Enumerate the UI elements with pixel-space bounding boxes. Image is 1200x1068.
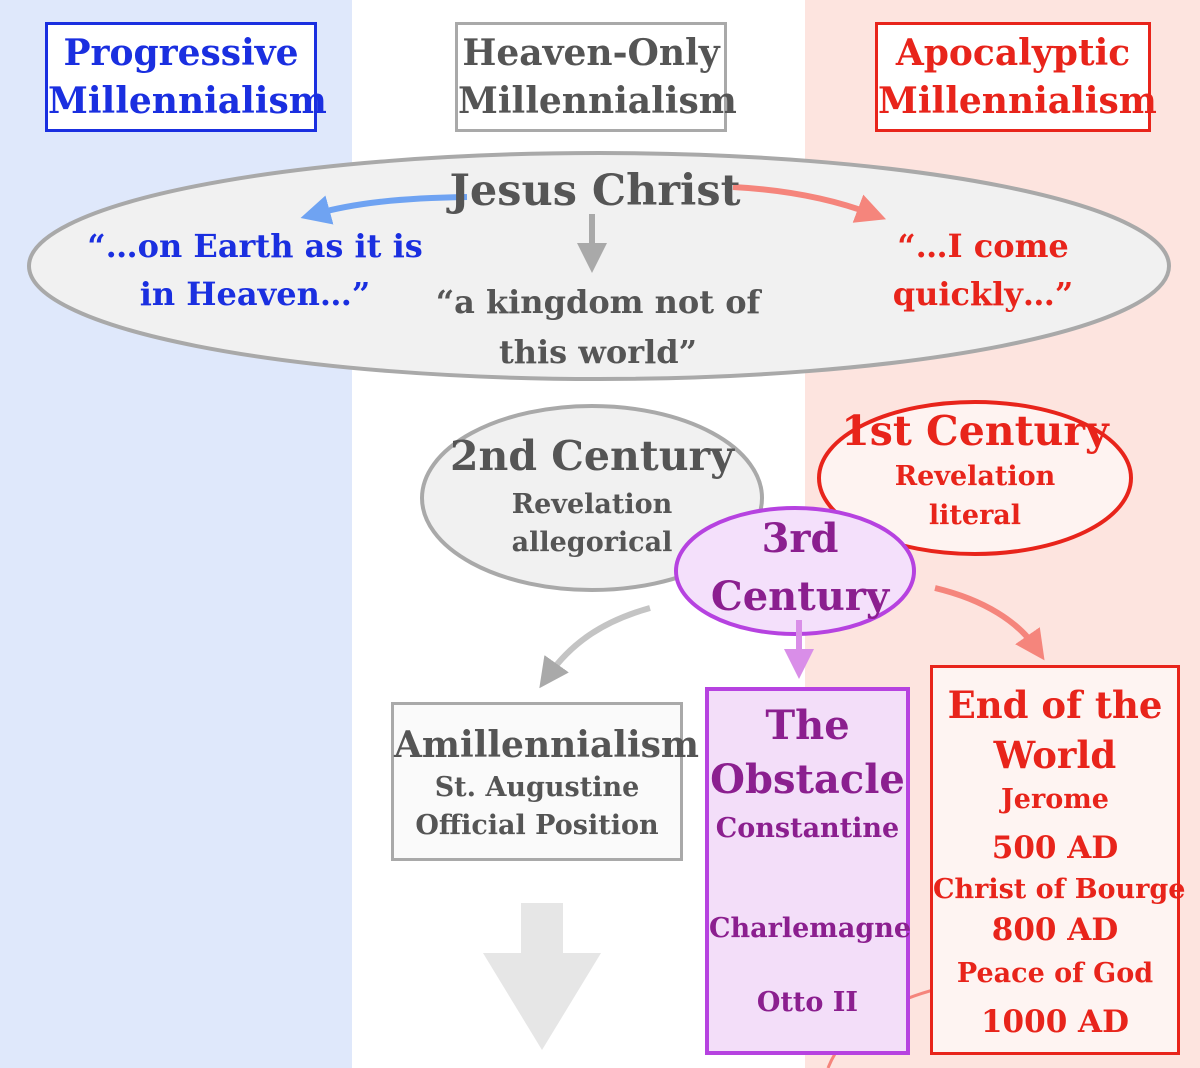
- third-century-ellipse: [674, 506, 916, 636]
- quote-line-1: “…I come: [897, 227, 1069, 265]
- end-title-2: World: [993, 733, 1117, 777]
- arrow-to-end-of-world: [934, 585, 1045, 661]
- quote-line-2: this world”: [498, 333, 698, 371]
- obstacle-box: The Obstacle Constantine Charlemagne Ott…: [705, 687, 912, 1055]
- quote-i-come-quickly: “…I come quickly…”: [870, 222, 1096, 318]
- header-line-1: Progressive: [63, 32, 299, 74]
- obstacle-title-1: The: [765, 702, 850, 749]
- end-entry: Jerome: [1001, 784, 1109, 815]
- third-century-node: 3rd Century: [690, 510, 910, 626]
- amillennialism-line-2: Official Position: [415, 810, 659, 841]
- obstacle-item: Constantine: [715, 813, 900, 844]
- heaven-only-millennialism-header: Heaven-Only Millennialism: [455, 22, 737, 132]
- quote-kingdom-not-of-this-world: “a kingdom not of this world”: [420, 277, 776, 377]
- first-century-line-1: Revelation: [894, 461, 1056, 492]
- amillennialism-line-1: St. Augustine: [434, 772, 640, 803]
- arrow-to-amillennialism: [539, 605, 651, 689]
- quote-line-1: “…on Earth as it is: [87, 227, 423, 265]
- obstacle-item: Otto II: [756, 987, 859, 1018]
- end-entry: 500 AD: [991, 830, 1119, 866]
- obstacle-item: Charlemagne: [709, 913, 912, 944]
- jesus-christ-label: Jesus Christ: [449, 166, 741, 216]
- third-century-line-2: Century: [710, 573, 890, 620]
- header-line-2: Millennialism: [878, 80, 1157, 122]
- header-line-1: Apocalyptic: [895, 32, 1131, 74]
- first-century-ellipse: [817, 400, 1133, 556]
- amillennialism-title: Amillennialism: [394, 724, 700, 766]
- second-century-title: 2nd Century: [450, 432, 734, 480]
- apocalyptic-millennialism-header: Apocalyptic Millennialism: [875, 22, 1157, 132]
- progressive-millennialism-header: Progressive Millennialism: [45, 22, 327, 132]
- third-century-line-1: 3rd: [761, 515, 839, 562]
- second-century-node: 2nd Century Revelation allegorical: [440, 430, 744, 562]
- first-century-title: 1st Century: [841, 407, 1109, 455]
- quote-line-2: in Heaven…”: [139, 275, 371, 313]
- second-century-line-2: allegorical: [511, 527, 673, 558]
- arrow-to-progressive: [300, 194, 468, 225]
- quote-on-earth: “…on Earth as it is in Heaven…”: [70, 222, 440, 318]
- first-century-line-2: literal: [928, 500, 1022, 531]
- obstacle-title-2: Obstacle: [710, 756, 905, 803]
- end-entry: 1000 AD: [980, 1004, 1129, 1040]
- quote-line-1: “a kingdom not of: [435, 283, 761, 321]
- header-line-1: Heaven-Only: [462, 32, 720, 74]
- second-century-line-1: Revelation: [511, 489, 673, 520]
- end-entry: Peace of God: [956, 958, 1154, 989]
- end-entry: Christ of Bourge: [933, 874, 1186, 905]
- amillennialism-box: Amillennialism St. Augustine Official Po…: [391, 702, 700, 861]
- first-century-node: 1st Century Revelation literal: [840, 405, 1110, 535]
- end-entry: 800 AD: [991, 912, 1119, 948]
- quote-line-2: quickly…”: [892, 275, 1074, 313]
- second-century-ellipse: [420, 404, 764, 592]
- continuation-down-arrow: [483, 903, 601, 1050]
- arrow-to-apocalyptic: [732, 184, 887, 223]
- end-title-1: End of the: [947, 683, 1163, 727]
- header-line-2: Millennialism: [458, 80, 737, 122]
- header-line-2: Millennialism: [48, 80, 327, 122]
- end-of-the-world-box: End of the World Jerome 500 AD Christ of…: [930, 665, 1186, 1055]
